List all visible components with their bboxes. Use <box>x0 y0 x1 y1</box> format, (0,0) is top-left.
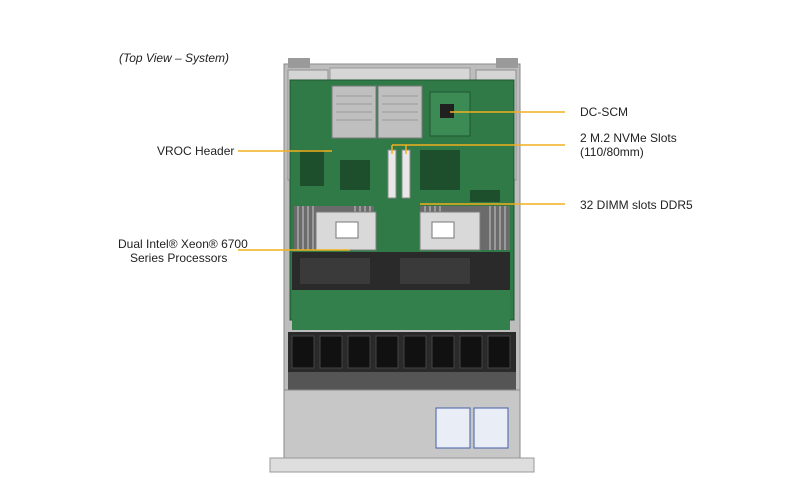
callout-vroc-header: VROC Header <box>157 144 235 158</box>
fan-icon <box>291 335 315 369</box>
callout-nvme-line1: 2 M.2 NVMe Slots <box>580 131 677 145</box>
callout-cpu-line2: Series Processors <box>130 251 228 265</box>
fan-icon <box>459 335 483 369</box>
callout-cpu-line1: Dual Intel® Xeon® 6700 <box>118 237 248 251</box>
callout-dimm: 32 DIMM slots DDR5 <box>580 198 693 212</box>
dc-scm-chip <box>440 104 454 118</box>
cpu-label-left <box>335 221 359 239</box>
cpu-label-right <box>431 221 455 239</box>
front-handle <box>269 457 535 473</box>
fan-icon <box>347 335 371 369</box>
m2-slot-1 <box>387 149 397 199</box>
service-label-2 <box>473 407 509 449</box>
backplane <box>288 372 516 390</box>
fan-icon <box>487 335 511 369</box>
callout-dc-scm: DC-SCM <box>580 105 628 119</box>
lower-board <box>292 290 510 330</box>
fan-icon <box>431 335 455 369</box>
view-caption: (Top View – System) <box>119 51 230 65</box>
fan-icon <box>375 335 399 369</box>
m2-slot-2 <box>401 149 411 199</box>
service-label-1 <box>435 407 471 449</box>
fan-icon <box>403 335 427 369</box>
callout-nvme-line2: (110/80mm) <box>580 145 644 159</box>
rear-rail-right <box>496 58 518 68</box>
rear-rail-left <box>288 58 310 68</box>
fan-icon <box>319 335 343 369</box>
rear-bracket <box>329 67 471 81</box>
